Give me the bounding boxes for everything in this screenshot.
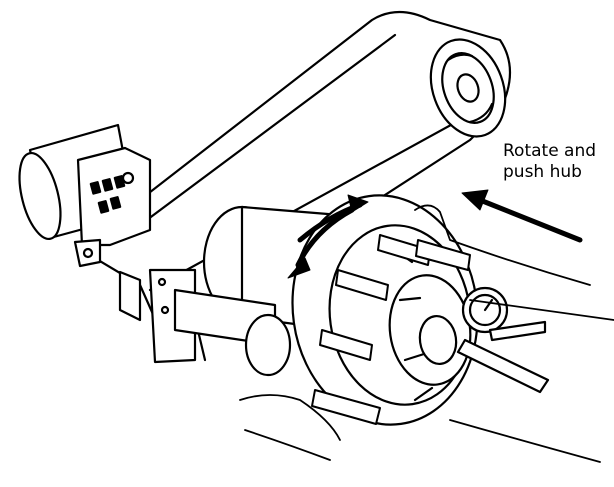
suspension-arm [78,12,510,360]
push-direction-arrow-icon [462,190,580,240]
axle-tube [120,272,290,375]
hands [240,205,614,462]
annotation-label-line-1: Rotate and [503,141,597,161]
mounting-bracket [75,148,195,362]
arm-bushing [418,29,518,147]
wheel-studs [312,235,470,424]
rotate-double-arrow-icon [288,195,368,278]
annotation-label-line-2: push hub [503,162,582,182]
dial-indicator [458,288,548,392]
